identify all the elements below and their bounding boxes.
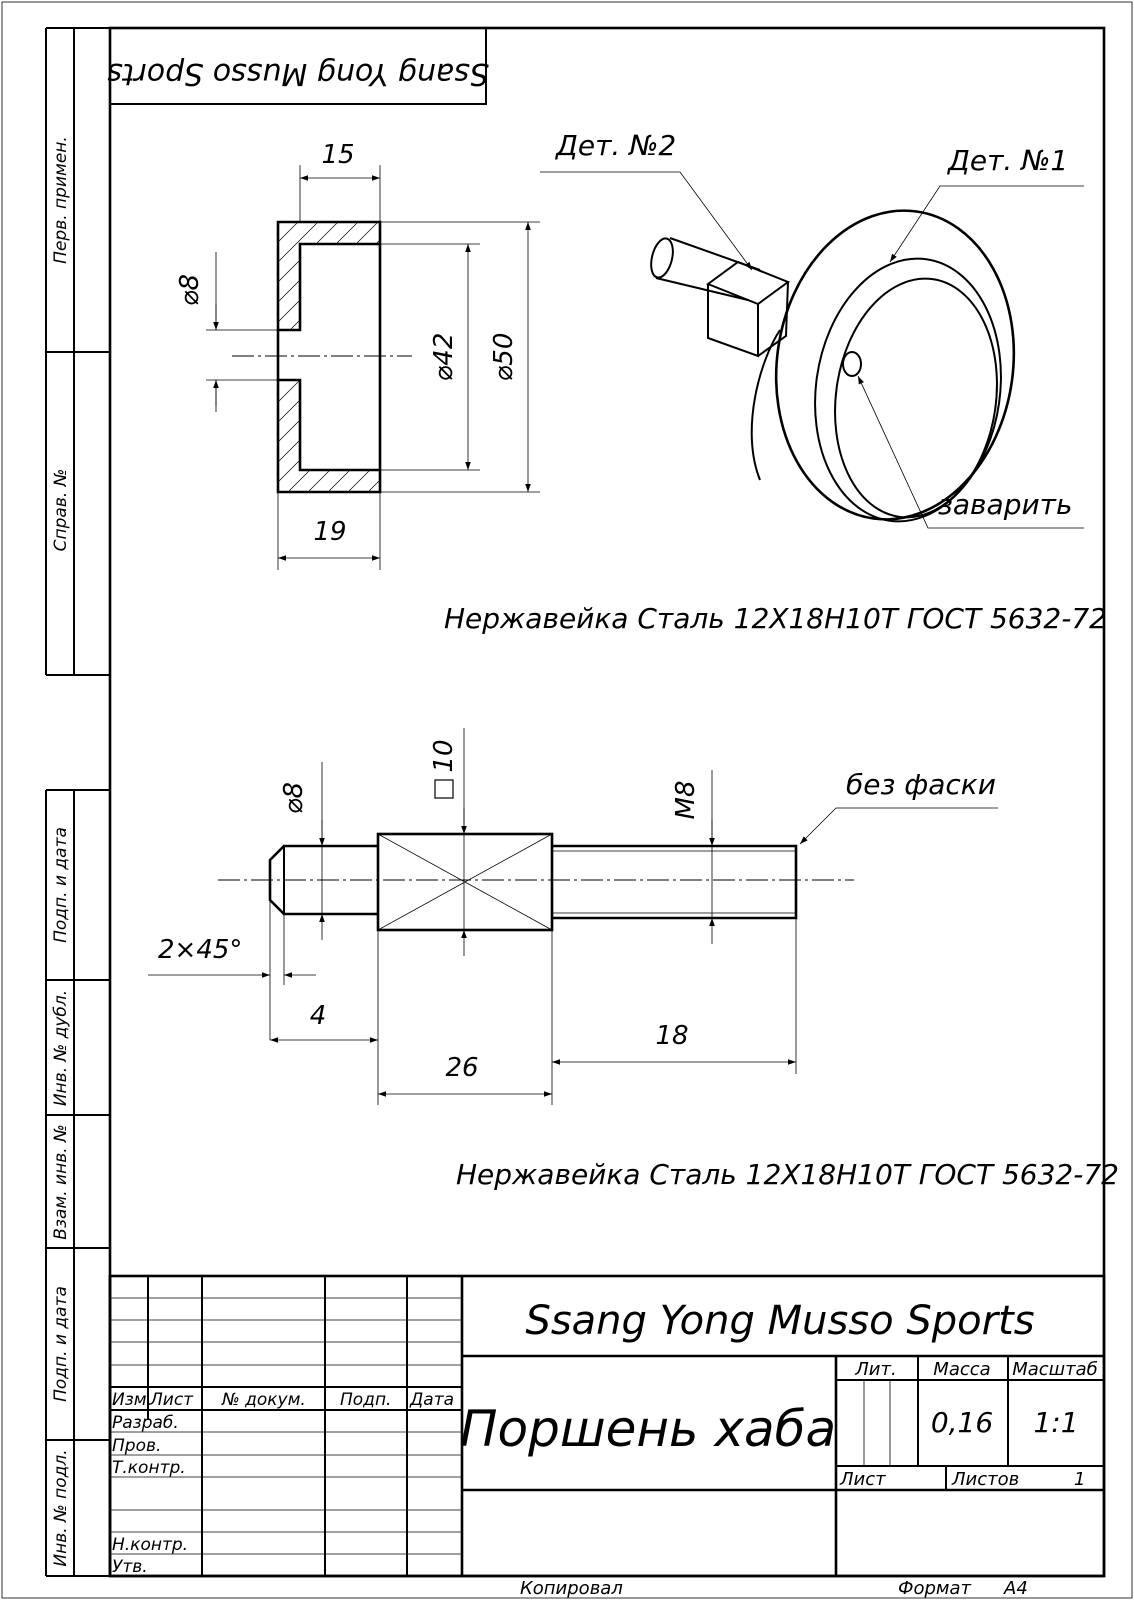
tb-designation: Ssang Yong Musso Sports [525, 1298, 1034, 1344]
strip-label-inv-dubl: Инв. № дубл. [51, 990, 71, 1106]
dim-pin-d8: ⌀8 [279, 782, 309, 814]
note-no-chamfer: без фаски [846, 768, 996, 801]
tb-hdr-sheet: Лист [839, 1469, 886, 1490]
tb-massa: 0,16 [931, 1406, 993, 1439]
footer-format-label: Формат [898, 1578, 972, 1599]
dim-pin-chamfer: 2×45° [158, 935, 242, 965]
dim-ring-d42: ⌀42 [429, 333, 459, 382]
tb-row-nkontr: Н.контр. [112, 1535, 188, 1555]
tb-masshtab: 1:1 [1033, 1406, 1078, 1439]
square-symbol [434, 779, 454, 799]
tb-col-data: Дата [409, 1390, 454, 1410]
tb-part-name: Поршень хаба [460, 1400, 836, 1458]
dim-pin-square: 10 [429, 739, 459, 772]
isometric-assembly-view: Дет. №2 Дет. №1 заварить [540, 129, 1084, 529]
tb-hdr-lit: Лит. [854, 1359, 896, 1380]
tb-hdr-masshtab: Масштаб [1012, 1359, 1098, 1380]
tb-col-izm: Изм. [112, 1390, 152, 1410]
label-weld: заварить [938, 488, 1073, 521]
dim-pin-4: 4 [310, 1001, 327, 1031]
label-det2: Дет. №2 [554, 129, 676, 162]
strip-label-perv-primen: Перв. примен. [51, 136, 71, 264]
strip-label-podp-data-2: Подп. и дата [51, 1286, 71, 1402]
tb-col-doc: № докум. [221, 1390, 306, 1410]
iso-pin [650, 237, 791, 358]
tb-hdr-sheets: Листов [951, 1469, 1019, 1490]
tb-row-tkontr: Т.контр. [112, 1458, 186, 1478]
left-strip: Перв. примен. Справ. № Подп. и дата Инв.… [45, 27, 110, 1577]
strip-label-podp-data: Подп. и дата [51, 827, 71, 943]
footer-copied: Копировал [520, 1578, 623, 1599]
title-block: Изм. Лист № докум. Подп. Дата Разраб. Пр… [108, 1274, 1106, 1578]
tb-hdr-massa: Масса [933, 1359, 990, 1380]
dim-pin-18: 18 [655, 1021, 688, 1051]
label-det1: Дет. №1 [946, 144, 1068, 177]
tb-row-prov: Пров. [112, 1436, 161, 1456]
footer-format-value: А4 [1003, 1578, 1028, 1599]
dim-ring-d50: ⌀50 [489, 333, 519, 382]
dim-ring-d8: ⌀8 [175, 274, 205, 306]
ring-section-view: 15 ⌀8 ⌀42 ⌀50 19 [175, 140, 540, 570]
tb-sheets: 1 [1074, 1469, 1085, 1490]
top-tag-text: Ssang Yong Musso Sports [107, 56, 489, 91]
dim-ring-19: 19 [313, 517, 346, 547]
tb-col-podp: Подп. [340, 1390, 391, 1410]
material-note-1: Нержавейка Сталь 12Х18Н10Т ГОСТ 5632-72 [444, 602, 1107, 635]
dim-pin-26: 26 [445, 1053, 478, 1083]
material-note-2: Нержавейка Сталь 12Х18Н10Т ГОСТ 5632-72 [456, 1158, 1119, 1191]
section-hatching [278, 222, 380, 492]
strip-label-inv-podl: Инв. № подл. [51, 1449, 71, 1566]
top-tag: Ssang Yong Musso Sports [107, 27, 489, 105]
strip-label-vzam-inv: Взам. инв. № [51, 1124, 71, 1239]
strip-label-sprav-no: Справ. № [51, 469, 71, 552]
tb-row-razrab: Разраб. [112, 1413, 179, 1433]
tb-col-list: Лист [149, 1390, 194, 1410]
dim-ring-15: 15 [321, 140, 354, 170]
iso-ring [750, 209, 1016, 523]
dim-pin-m8: M8 [671, 781, 701, 820]
pin-view: ⌀8 10 M8 без фаски 2×45° 4 26 18 [148, 728, 998, 1105]
tb-row-utv: Утв. [112, 1557, 148, 1577]
